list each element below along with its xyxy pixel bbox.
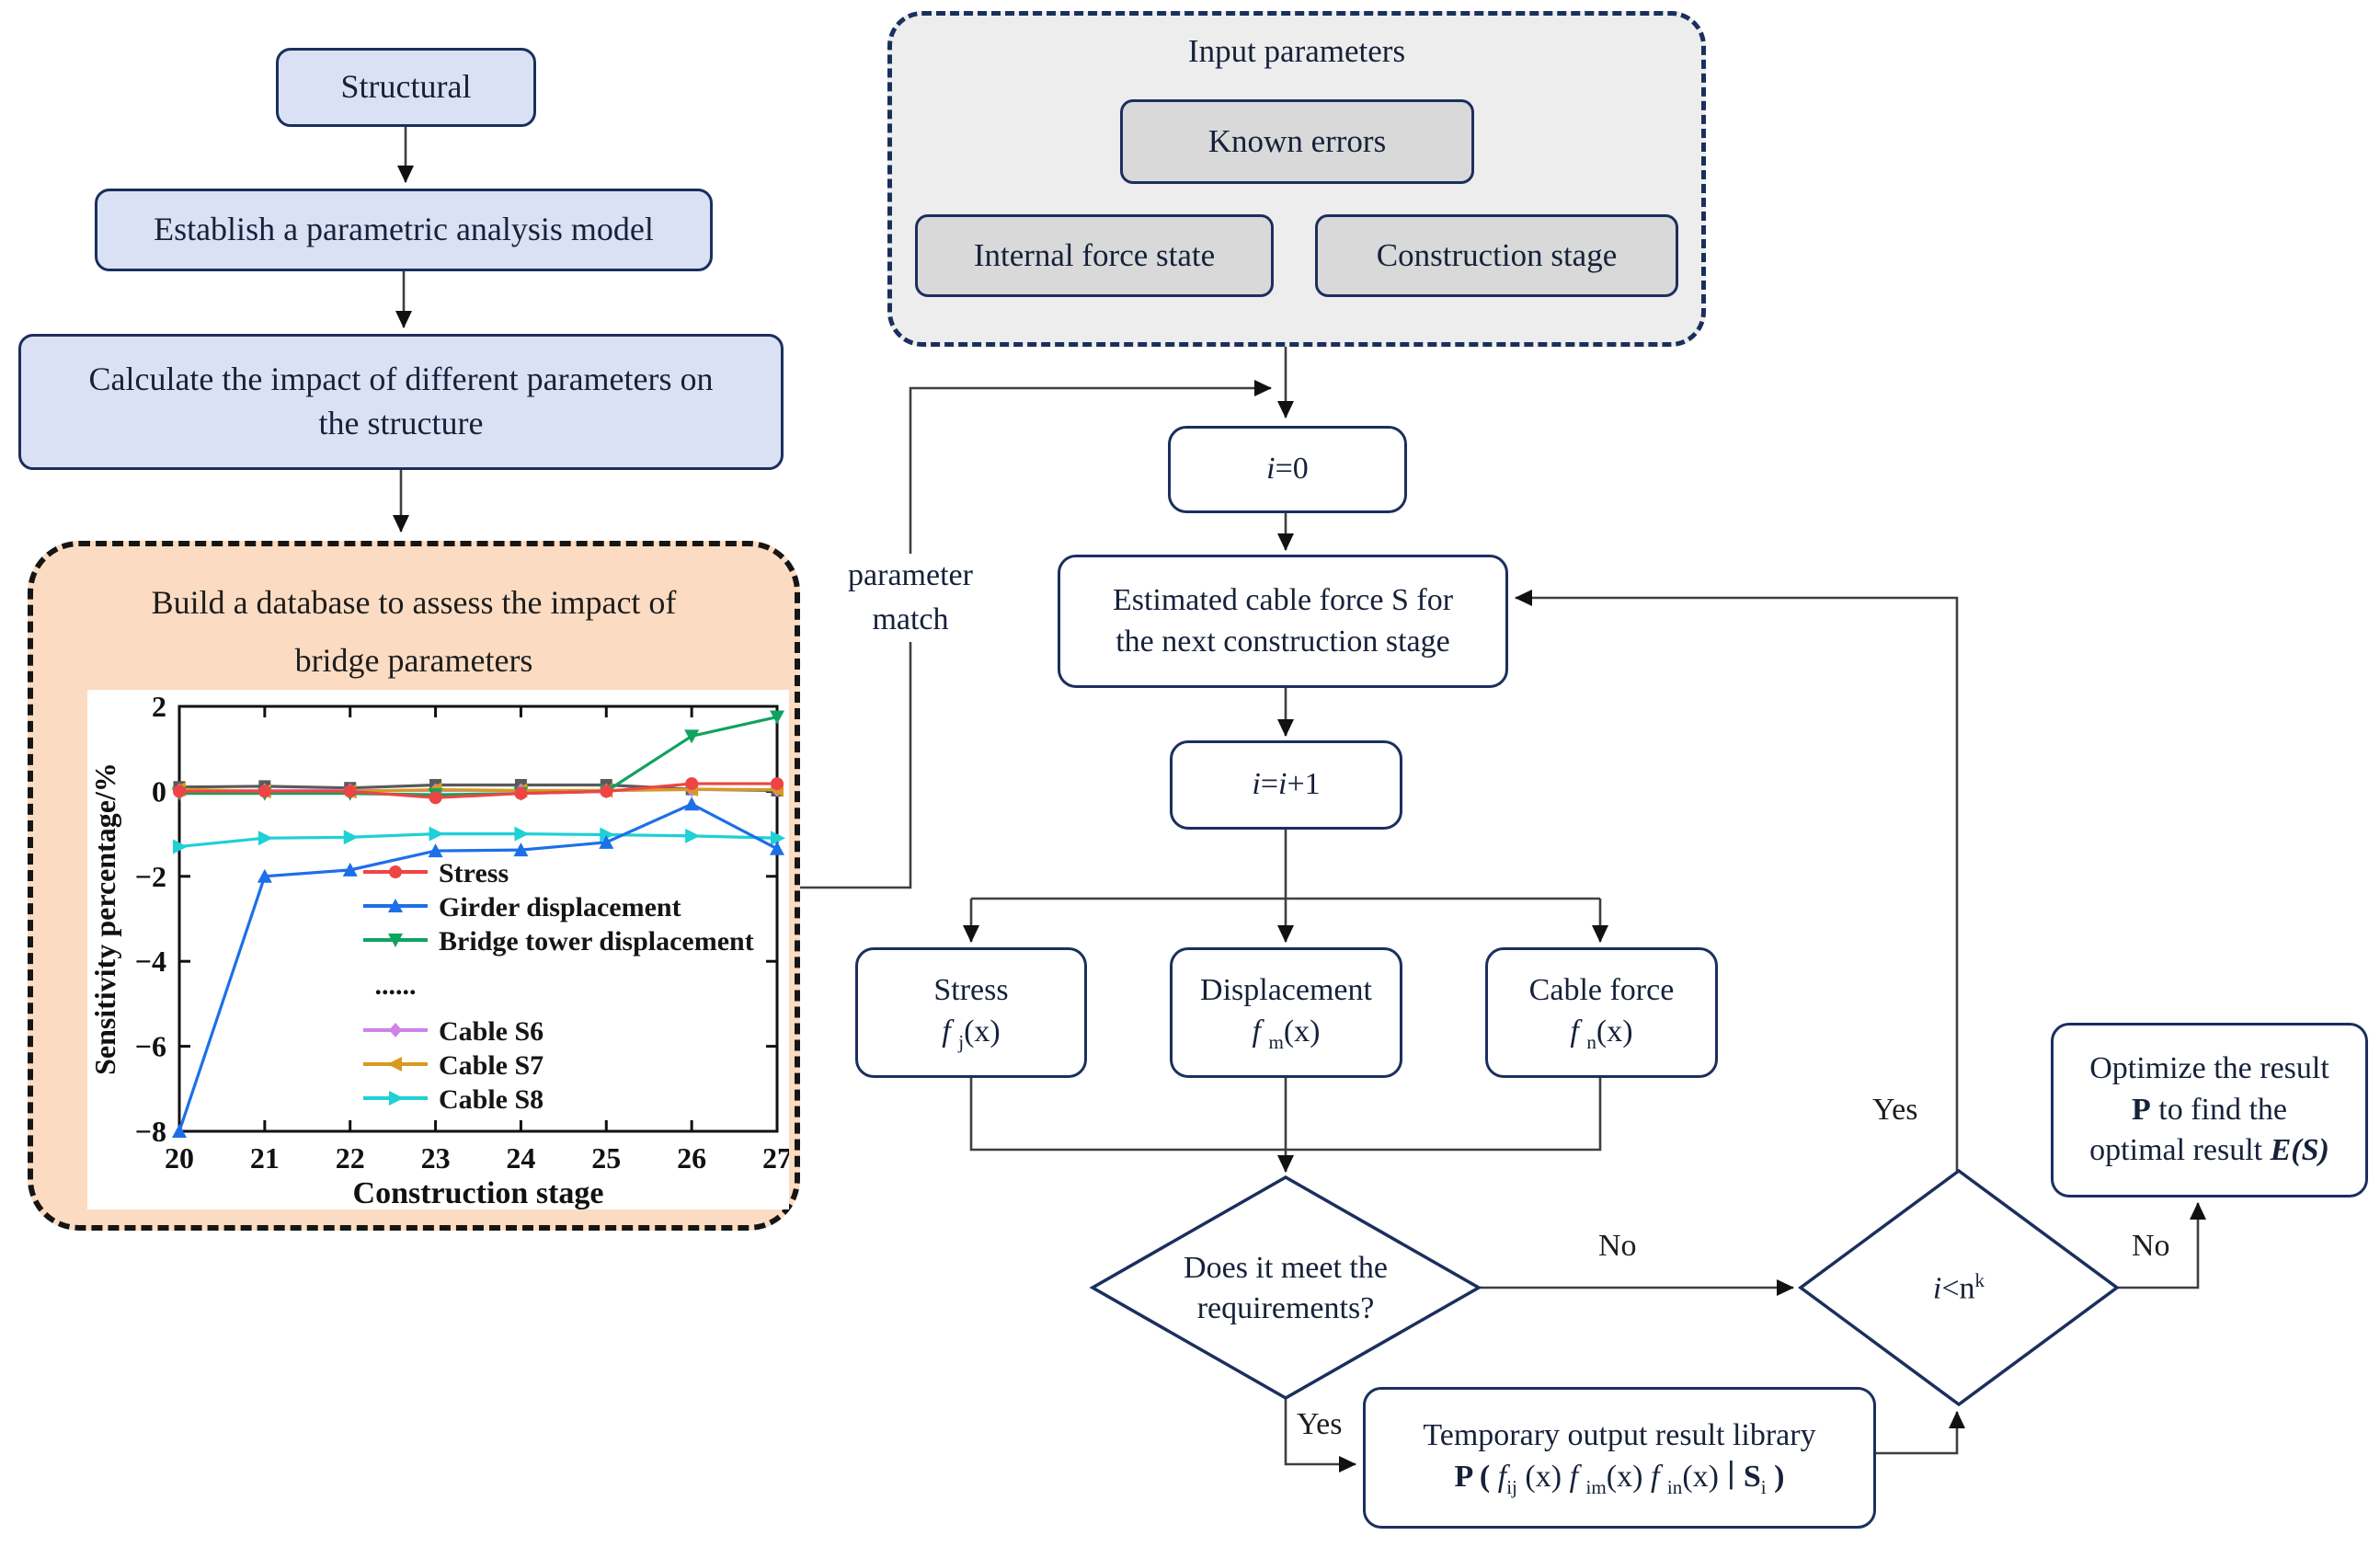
svg-text:Stress: Stress: [439, 858, 509, 888]
svg-text:21: 21: [250, 1141, 280, 1175]
svg-text:Girder displacement: Girder displacement: [439, 892, 681, 922]
svg-text:−2: −2: [135, 860, 166, 893]
estimated-cable-force-line1: Estimated cable force S for: [1112, 582, 1454, 617]
displacement-function-formula: f m(x): [1252, 1014, 1321, 1053]
optimize-result-line3: optimal result E(S): [2089, 1133, 2329, 1168]
meet-requirements-label: Does it meet the requirements?: [1120, 1227, 1451, 1350]
svg-text:26: 26: [677, 1141, 706, 1175]
parameter-match-label: parameter match: [809, 550, 1012, 646]
establish-model-label: Establish a parametric analysis model: [154, 211, 654, 248]
construction-stage-box: Construction stage: [1315, 214, 1678, 297]
svg-text:2: 2: [152, 690, 166, 723]
internal-force-state-box: Internal force state: [915, 214, 1274, 297]
svg-text:Bridge tower displacement: Bridge tower displacement: [439, 926, 754, 957]
temporary-library-box: Temporary output result library P ( fij …: [1363, 1387, 1876, 1529]
cable-force-function-title: Cable force: [1528, 972, 1675, 1007]
svg-text:27: 27: [762, 1141, 789, 1175]
calculate-impact-line2: the structure: [318, 405, 484, 441]
i-equals-0-box: i=0: [1168, 426, 1407, 513]
parameter-match-line2: match: [864, 598, 956, 643]
stress-function-formula: f j(x): [942, 1014, 1001, 1053]
svg-text:Cable S6: Cable S6: [439, 1016, 544, 1047]
calculate-impact-box: Calculate the impact of different parame…: [18, 334, 784, 470]
meet-requirements-diamond: [1089, 1175, 1482, 1401]
no-to-limit-label: No: [1598, 1229, 1637, 1263]
stress-function-title: Stress: [933, 972, 1009, 1007]
meet-requirements-line1: Does it meet the: [1184, 1250, 1388, 1285]
parameter-match-line1: parameter: [841, 553, 980, 598]
optimize-result-line1: Optimize the result: [2089, 1050, 2329, 1085]
optimize-result-line2: P to find the: [2131, 1092, 2288, 1127]
svg-text:Sensitivity percentage/%: Sensitivity percentage/%: [88, 762, 121, 1075]
svg-text:20: 20: [165, 1141, 194, 1175]
database-title-line1: Build a database to assess the impact of: [151, 584, 677, 621]
optimize-result-box: Optimize the result P to find the optima…: [2051, 1023, 2368, 1197]
calculate-impact-line1: Calculate the impact of different parame…: [88, 361, 714, 398]
no-to-optimize-label: No: [2132, 1229, 2170, 1263]
database-title-line2: bridge parameters: [294, 642, 533, 679]
svg-text:−6: −6: [135, 1030, 166, 1063]
svg-text:Cable S7: Cable S7: [439, 1050, 544, 1081]
svg-text:22: 22: [336, 1141, 365, 1175]
svg-text:Construction stage: Construction stage: [353, 1176, 604, 1209]
stress-function-box: Stress f j(x): [855, 947, 1087, 1078]
iteration-limit-diamond: [1798, 1168, 2120, 1407]
svg-text:25: 25: [591, 1141, 621, 1175]
temporary-library-title: Temporary output result library: [1423, 1417, 1816, 1452]
cable-force-function-formula: f n(x): [1570, 1014, 1633, 1053]
establish-model-box: Establish a parametric analysis model: [95, 189, 713, 271]
structural-box: Structural: [276, 48, 536, 127]
increment-i-label: i=i+1: [1252, 767, 1321, 802]
iteration-limit-text: i<nk: [1932, 1268, 1985, 1306]
cable-force-function-box: Cable force f n(x): [1485, 947, 1718, 1078]
svg-text:−8: −8: [135, 1115, 166, 1148]
displacement-function-title: Displacement: [1200, 972, 1372, 1007]
known-errors-box: Known errors: [1120, 99, 1474, 184]
svg-text:−4: −4: [135, 945, 166, 978]
svg-text:24: 24: [506, 1141, 535, 1175]
svg-text:0: 0: [152, 774, 166, 808]
svg-text:Cable S8: Cable S8: [439, 1084, 544, 1115]
estimated-cable-force-box: Estimated cable force S for the next con…: [1058, 555, 1508, 688]
structural-label: Structural: [340, 68, 472, 106]
svg-text:23: 23: [421, 1141, 451, 1175]
estimated-cable-force-line2: the next construction stage: [1116, 624, 1450, 659]
internal-force-state-label: Internal force state: [973, 236, 1216, 273]
yes-to-library-label: Yes: [1297, 1407, 1343, 1441]
increment-i-box: i=i+1: [1170, 740, 1402, 830]
construction-stage-label: Construction stage: [1376, 236, 1618, 273]
meet-requirements-line2: requirements?: [1196, 1291, 1375, 1325]
iteration-limit-label: i<nk: [1881, 1256, 2037, 1321]
input-parameters-title: Input parameters: [1187, 33, 1406, 69]
yes-loop-label: Yes: [1872, 1093, 1918, 1127]
i-equals-0-label: i=0: [1266, 452, 1309, 487]
temporary-library-formula: P ( fij (x) f im(x) f in(x) ∣ Si ): [1454, 1459, 1785, 1498]
known-errors-label: Known errors: [1207, 122, 1387, 159]
database-panel-title: Build a database to assess the impact of…: [88, 574, 739, 690]
displacement-function-box: Displacement f m(x): [1170, 947, 1402, 1078]
svg-text:......: ......: [375, 970, 417, 1001]
decision-diamonds: [1089, 1168, 2120, 1407]
